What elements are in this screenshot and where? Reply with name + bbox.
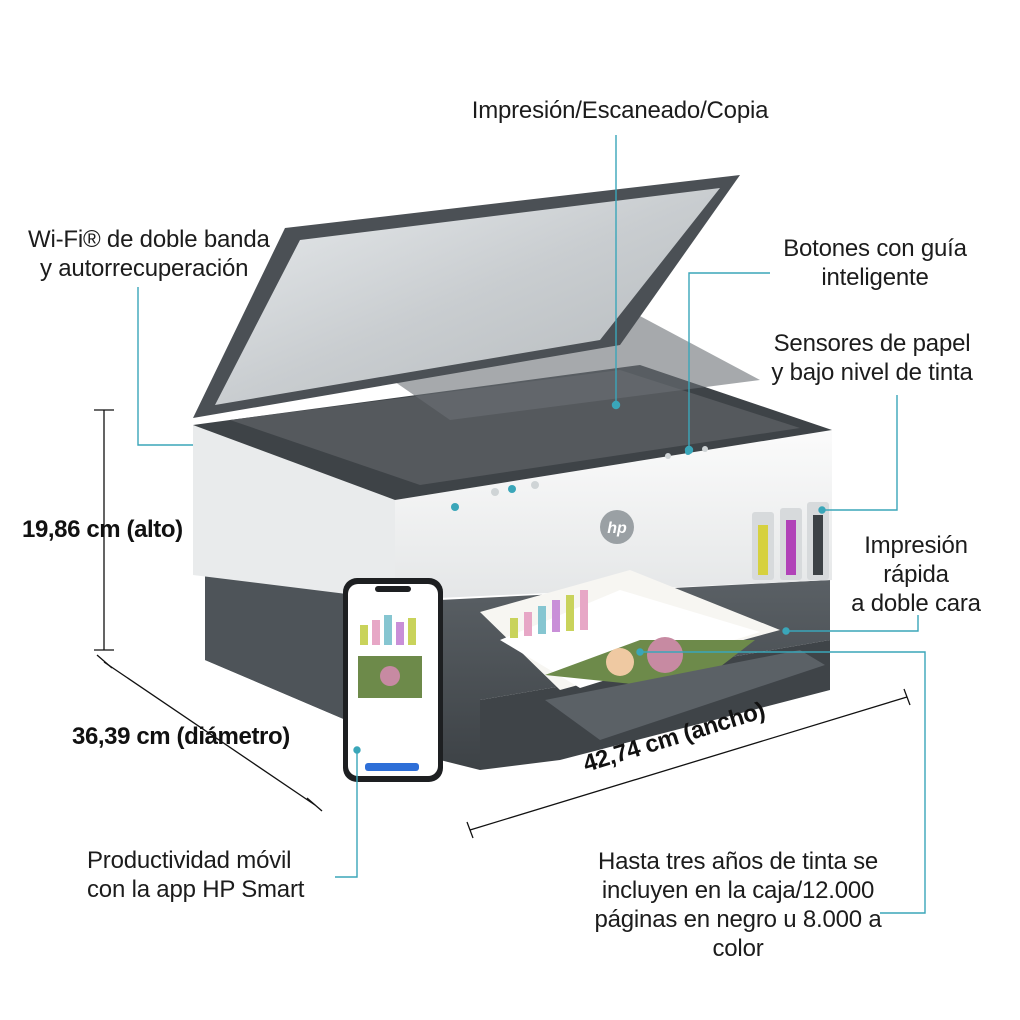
mobile-label-line1: Productividad móvil: [87, 847, 292, 874]
ink-label-line4: color: [712, 935, 764, 962]
ink-label-line2: incluyen en la caja/12.000: [601, 877, 875, 904]
sensors-leader: [822, 395, 898, 511]
mobile-leader: [335, 750, 358, 878]
print-scan-copy-label: Impresión/Escaneado/Copia: [471, 97, 769, 124]
wifi-label-line2: y autorrecuperación: [40, 255, 249, 282]
duplex-label-line3: a doble cara: [851, 590, 981, 617]
ink-leader: [640, 651, 926, 914]
wifi-leader: [137, 287, 193, 446]
ink-label: Hasta tres años de tinta se incluyen en …: [578, 847, 898, 963]
sensors-label-line1: Sensores de papel: [773, 330, 971, 357]
scanner-lid: [193, 175, 740, 418]
depth-dimension-label: 36,39 cm (diámetro): [72, 723, 290, 750]
sensors-label-line2: y bajo nivel de tinta: [771, 359, 973, 386]
output-tray: [545, 650, 825, 740]
duplex-label-line2: rápida: [883, 561, 949, 588]
wifi-label: Wi-Fi® de doble banda y autorrecuperació…: [28, 225, 288, 283]
mobile-label: Productividad móvil con la app HP Smart: [87, 846, 337, 904]
smartphone: [343, 578, 443, 782]
duplex-leader: [786, 615, 919, 632]
hp-logo-text: hp: [607, 520, 627, 537]
buttons-label-line2: inteligente: [821, 264, 929, 291]
ink-label-line3: páginas en negro u 8.000 a: [594, 906, 882, 933]
duplex-label-line1: Impresión: [864, 532, 968, 559]
height-dimension-label: 19,86 cm (alto): [22, 516, 183, 543]
mobile-label-line2: con la app HP Smart: [87, 876, 305, 903]
sensors-label: Sensores de papel y bajo nivel de tinta: [752, 329, 992, 387]
width-dimension-line: [469, 696, 908, 831]
hp-logo: [600, 510, 634, 544]
wifi-label-line1: Wi-Fi® de doble banda: [28, 226, 270, 253]
duplex-label: Impresión rápida a doble cara: [836, 531, 996, 618]
buttons-leader: [688, 272, 770, 450]
ink-label-line1: Hasta tres años de tinta se: [597, 848, 879, 875]
buttons-label-line1: Botones con guía: [783, 235, 967, 262]
depth-dimension-line: [103, 661, 316, 806]
buttons-label: Botones con guía inteligente: [770, 234, 980, 292]
